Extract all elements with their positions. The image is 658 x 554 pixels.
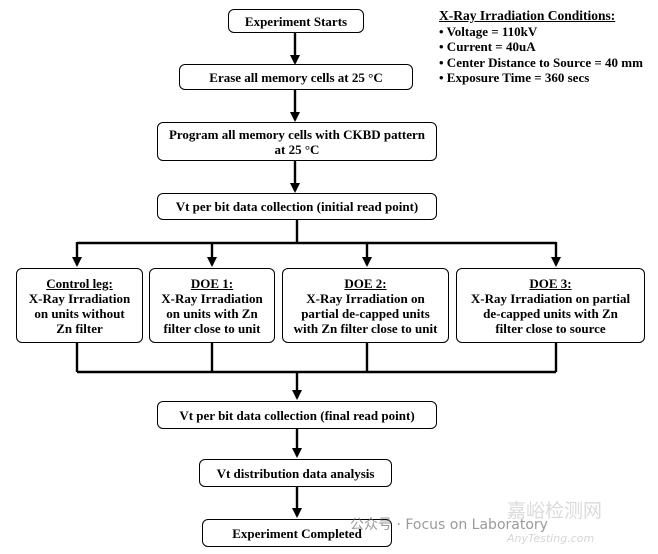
end-label: Experiment Completed [232,525,362,541]
start-label: Experiment Starts [244,13,348,29]
doe3-title: DOE 3: [529,275,572,291]
watermark-brand-url: AnyTesting.com [507,532,595,545]
control-leg-line3: Zn filter [56,320,103,336]
doe1-line3: filter close to unit [163,320,261,336]
doe2-title: DOE 2: [344,275,387,291]
watermark-text: 公众号 · Focus on Laboratory [350,517,548,533]
final-read-label: Vt per bit data collection (final read p… [179,407,415,423]
doe3-box: DOE 3: X-Ray Irradiation on partial de-c… [456,268,645,343]
condition-distance: • Center Distance to Source = 40 mm [439,54,643,70]
doe1-box: DOE 1: X-Ray Irradiation on units with Z… [149,268,275,343]
doe2-box: DOE 2: X-Ray Irradiation on partial de-c… [282,268,449,343]
control-leg-box: Control leg: X-Ray Irradiation on units … [16,268,143,343]
initial-read-label: Vt per bit data collection (initial read… [175,199,419,214]
control-leg-title: Control leg: [46,275,113,291]
start-box: Experiment Starts [228,9,364,33]
program-box: Program all memory cells with CKBD patte… [157,122,437,161]
initial-read-box: Vt per bit data collection (initial read… [157,193,437,220]
erase-box: Erase all memory cells at 25 °C [179,64,413,90]
final-read-box: Vt per bit data collection (final read p… [157,401,437,429]
control-leg-line2: on units without [34,305,125,321]
end-box: Experiment Completed [202,519,392,547]
analysis-box: Vt distribution data analysis [199,459,392,487]
doe3-line1: X-Ray Irradiation on partial [470,290,631,306]
condition-current: • Current = 40uA [439,39,536,54]
doe2-line1: X-Ray Irradiation on [306,290,425,306]
doe2-line3: with Zn filter close to unit [293,320,438,336]
doe3-line3: filter close to source [495,320,606,336]
doe1-line2: on units with Zn [166,305,258,321]
program-label-line2: at 25 °C [274,141,320,157]
irradiation-conditions: X-Ray Irradiation Conditions: • Voltage … [439,8,643,86]
conditions-title: X-Ray Irradiation Conditions: [439,8,616,23]
doe1-line1: X-Ray Irradiation [161,290,263,306]
doe2-line2: partial de-capped units [301,305,430,321]
control-leg-line1: X-Ray Irradiation [28,290,131,306]
program-label-line1: Program all memory cells with CKBD patte… [168,126,426,142]
condition-voltage: • Voltage = 110kV [439,23,538,39]
condition-exposure: • Exposure Time = 360 secs [439,70,590,85]
analysis-label: Vt distribution data analysis [216,465,375,481]
erase-label: Erase all memory cells at 25 °C [209,69,383,85]
doe1-title: DOE 1: [190,275,234,291]
doe3-line2: de-capped units with Zn [483,305,618,321]
watermark-brand: 嘉峪检测网 [507,500,603,522]
